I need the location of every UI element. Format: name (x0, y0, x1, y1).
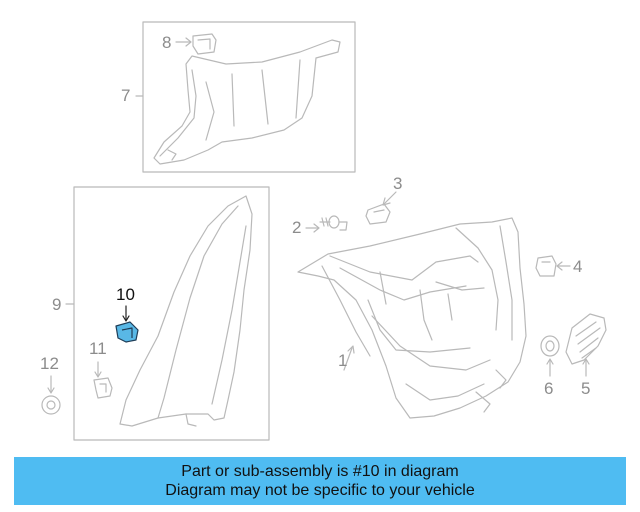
group-box-9 (73, 186, 270, 441)
callout-8: 8 (162, 33, 172, 52)
callout-9: 9 (52, 295, 62, 314)
part-12-grommet (41, 395, 61, 415)
callout-4: 4 (573, 257, 583, 276)
part-1-quarter-trim (297, 217, 527, 419)
part-3-clip (365, 203, 391, 225)
info-banner: Part or sub-assembly is #10 in diagram D… (14, 457, 626, 505)
part-8-clip (192, 33, 217, 55)
callout-5: 5 (581, 379, 591, 398)
callout-11: 11 (89, 339, 107, 358)
callout-3: 3 (393, 174, 403, 193)
part-9-pillar-trim (119, 195, 253, 427)
callout-12: 12 (40, 354, 59, 373)
part-5-vent (565, 313, 607, 365)
part-10-highlighted (115, 321, 139, 343)
callout-1: 1 (338, 351, 348, 370)
part-6-grommet (540, 335, 560, 357)
callout-2: 2 (292, 218, 302, 237)
parts-diagram (41, 21, 607, 441)
part-2-screw (319, 215, 348, 231)
group-box-7 (142, 21, 356, 173)
banner-line-1: Part or sub-assembly is #10 in diagram (181, 463, 459, 480)
callout-7: 7 (121, 86, 131, 105)
callout-6: 6 (544, 379, 554, 398)
part-11-clip (93, 377, 113, 399)
part-4-clip (535, 255, 557, 277)
part-7-trim-panel (153, 39, 341, 165)
banner-line-2: Diagram may not be specific to your vehi… (165, 482, 475, 499)
callout-10: 10 (116, 285, 135, 304)
